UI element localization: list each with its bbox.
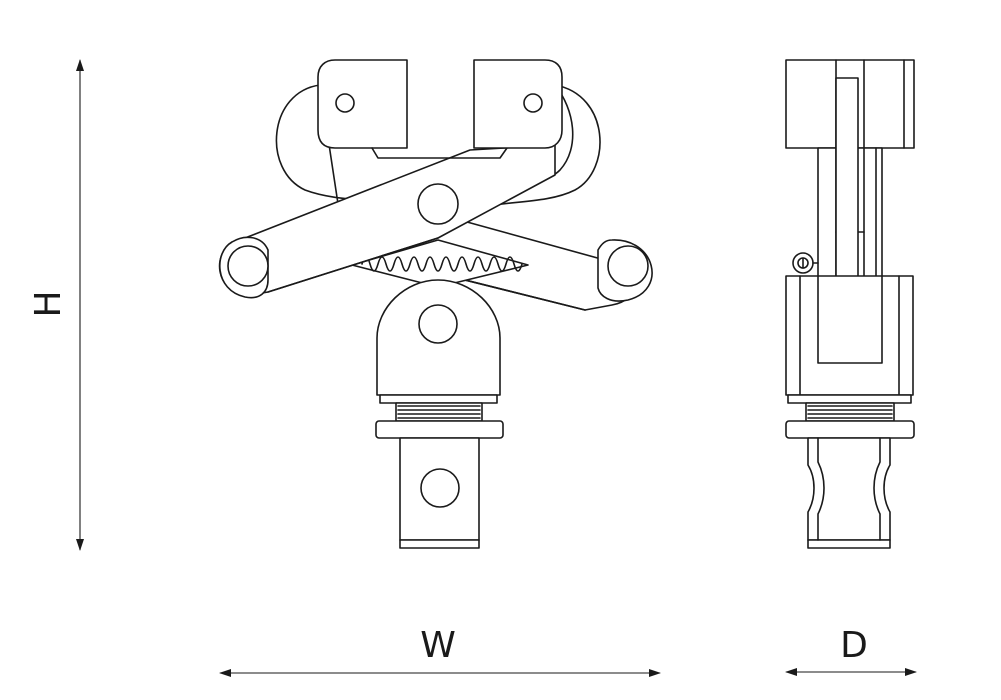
- center-pivot-pin: [417, 183, 459, 225]
- side-bottom-shank: [807, 437, 891, 549]
- height-dimension: H: [28, 59, 84, 551]
- width-dimension: W: [219, 625, 661, 677]
- side-threaded-shank: [785, 394, 915, 439]
- side-spring-clip: [792, 252, 819, 274]
- right-pad: [473, 59, 563, 149]
- left-pad: [317, 59, 508, 159]
- depth-label: D: [840, 625, 868, 666]
- left-pivot-pin: [227, 245, 269, 287]
- right-pivot-pin: [607, 245, 649, 287]
- side-clevis-block: [785, 275, 914, 396]
- spring: [351, 239, 529, 288]
- depth-dimension: D: [785, 625, 917, 676]
- side-view: [785, 59, 915, 549]
- height-label: H: [28, 290, 69, 317]
- threaded-shank: [375, 394, 504, 439]
- clevis: [376, 279, 501, 396]
- width-label: W: [420, 625, 456, 666]
- front-view: [218, 59, 653, 549]
- bottom-shank: [399, 437, 480, 549]
